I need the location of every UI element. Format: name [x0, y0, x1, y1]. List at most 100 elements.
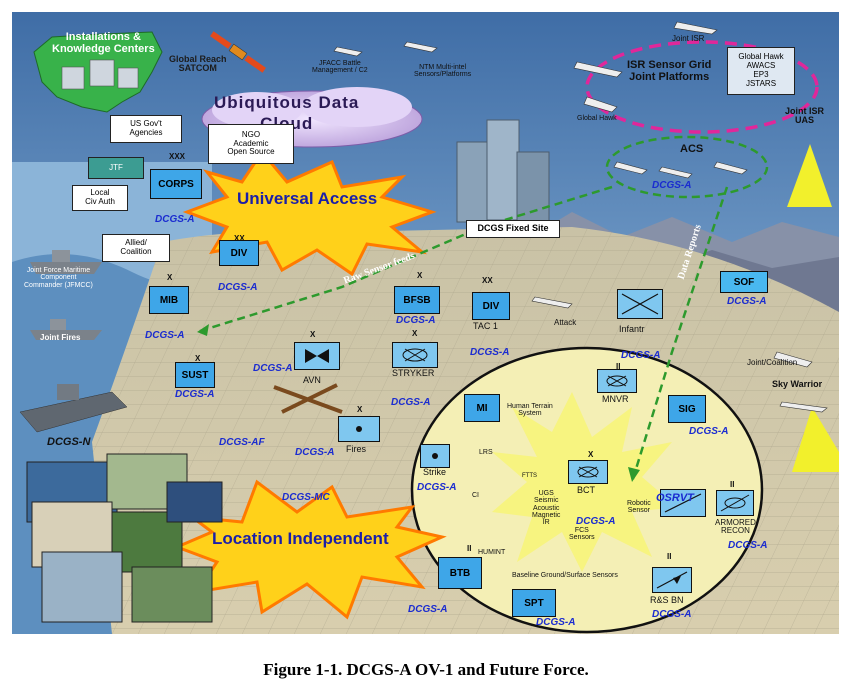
ugs-label: UGS Seismic Acoustic Magnetic IR [532, 490, 561, 527]
baseline-sensors-label: Baseline Ground/Surface Sensors [512, 572, 618, 579]
btb-echelon: II [467, 544, 472, 553]
infantr-label: Infantr [619, 324, 645, 334]
mib-unit: MIB [149, 286, 189, 314]
div1-unit: DIV [219, 240, 259, 266]
joint-coalition-label: Joint/Coalition [747, 358, 798, 367]
isr-grid-label: ISR Sensor Grid Joint Platforms [627, 59, 712, 83]
sig-dcgs: DCGS-A [689, 426, 729, 437]
armored-dcgs: DCGS-A [728, 540, 768, 551]
rs-bn-label: R&S BN [650, 595, 684, 605]
avn-echelon: X [310, 330, 316, 339]
allied-coalition-box: Allied/ Coalition [102, 234, 170, 262]
btb-unit: BTB [438, 557, 482, 589]
bfsb-echelon: X [417, 271, 423, 280]
mnvr-oval-icon [606, 375, 628, 387]
strike-unit [420, 444, 450, 468]
humint-label: HUMINT [478, 549, 506, 556]
btb-dcgs: DCGS-A [408, 604, 448, 615]
acs-dcgs-label: DCGS-A [652, 180, 692, 191]
div2-echelon: XX [482, 276, 493, 285]
div1-dcgs: DCGS-A [218, 282, 258, 293]
figure-caption: Figure 1-1. DCGS-A OV-1 and Future Force… [263, 660, 589, 679]
dcgs-n: DCGS-N [47, 436, 91, 448]
armored-recon-unit [716, 490, 754, 516]
stryker-dcgs: DCGS-A [391, 397, 431, 408]
fires-unit [338, 416, 380, 442]
strike-dot-icon [432, 453, 438, 459]
bfsb-dcgs: DCGS-A [396, 315, 436, 326]
stryker-label: STRYKER [392, 368, 435, 378]
bct-echelon: X [588, 450, 594, 459]
rs-bn-unit [652, 567, 692, 593]
bct-oval-icon [577, 466, 599, 478]
osrvt-display [660, 489, 706, 517]
mnvr-echelon: II [616, 362, 621, 371]
fcs-sensors-label: FCS Sensors [569, 527, 595, 542]
osrvt-diagonal-icon [664, 493, 702, 513]
spt-unit: SPT [512, 589, 556, 617]
bct-unit [568, 460, 608, 484]
rs-bn-dcgs: DCGS-A [652, 609, 692, 620]
satcom-label: Global Reach SATCOM [169, 54, 227, 74]
installations-label: Installations & Knowledge Centers [52, 31, 155, 55]
joint-fires-label: Joint Fires [40, 333, 81, 342]
ci-label: CI [472, 492, 479, 499]
jfmcc-label: Joint Force Maritime Component Commander… [24, 267, 93, 289]
infantry-cross-icon [621, 293, 659, 315]
stryker-unit [392, 342, 438, 368]
osrvt-label: OSRVT [656, 492, 694, 504]
mib-echelon: X [167, 273, 173, 282]
lrs-label: LRS [479, 449, 493, 456]
joint-isr-uas-label: Joint ISR UAS [785, 106, 825, 126]
fires-label: Fires [346, 444, 366, 454]
acs-label: ACS [680, 143, 704, 155]
fires-dcgs: DCGS-A [295, 447, 335, 458]
corps-unit: CORPS [150, 169, 202, 199]
joint-isr-top-label: Joint ISR [672, 34, 705, 43]
fires-dot-icon [356, 426, 362, 432]
sof-unit: SOF [720, 271, 768, 293]
corps-dcgs: DCGS-A [155, 214, 195, 225]
spt-dcgs: DCGS-A [536, 617, 576, 628]
dcgs-fixed-site-box: DCGS Fixed Site [466, 220, 560, 238]
corps-echelon: XXX [169, 152, 186, 161]
strike-label: Strike [423, 467, 447, 477]
location-independent-banner: Location Independent [212, 529, 389, 548]
armored-recon-label: ARMORED RECON [715, 518, 756, 536]
us-govt-box: US Gov't Agencies [110, 115, 182, 143]
fires-echelon: X [357, 405, 363, 414]
infantry-unit [617, 289, 663, 319]
human-terrain-label: Human Terrain System [507, 403, 553, 418]
local-civ-box: Local Civ Auth [72, 185, 128, 211]
strike-dcgs: DCGS-A [417, 482, 457, 493]
sky-warrior-label: Sky Warrior [772, 379, 823, 389]
jfacc-label: JFACC Battle Management / C2 [312, 60, 368, 75]
mnvr-unit [597, 369, 637, 393]
bct-label: BCT [577, 485, 595, 495]
avn-dcgs: DCGS-A [253, 363, 293, 374]
universal-access-banner: Universal Access [237, 189, 378, 208]
tac1-label: TAC 1 [473, 321, 498, 331]
ngo-box: NGO Academic Open Source [208, 124, 294, 164]
sust-echelon: X [195, 354, 201, 363]
global-hawk-label: Global Hawk [577, 115, 617, 122]
rs-bn-echelon: II [667, 552, 672, 561]
aviation-bowtie-icon [305, 349, 329, 363]
sust-dcgs: DCGS-A [175, 389, 215, 400]
bfsb-unit: BFSB [394, 286, 440, 314]
mib-dcgs: DCGS-A [145, 330, 185, 341]
avn-unit [294, 342, 340, 370]
attack-label: Attack [554, 318, 577, 327]
div1-echelon: XX [234, 234, 245, 243]
div2-dcgs: DCGS-A [470, 347, 510, 358]
global-hawk-platforms-box: Global Hawk AWACS EP3 JSTARS [727, 47, 795, 95]
stryker-echelon: X [412, 329, 418, 338]
dcgs-af: DCGS-AF [219, 437, 265, 448]
ntm-label: NTM Multi-intel Sensors/Platforms [414, 64, 472, 79]
sig-unit: SIG [668, 395, 706, 423]
ftts-label: FTTS [522, 473, 537, 479]
bct-dcgs: DCGS-A [576, 516, 616, 527]
mi-unit: MI [464, 394, 500, 422]
sust-unit: SUST [175, 362, 215, 388]
rs-bn-icon [656, 571, 688, 589]
